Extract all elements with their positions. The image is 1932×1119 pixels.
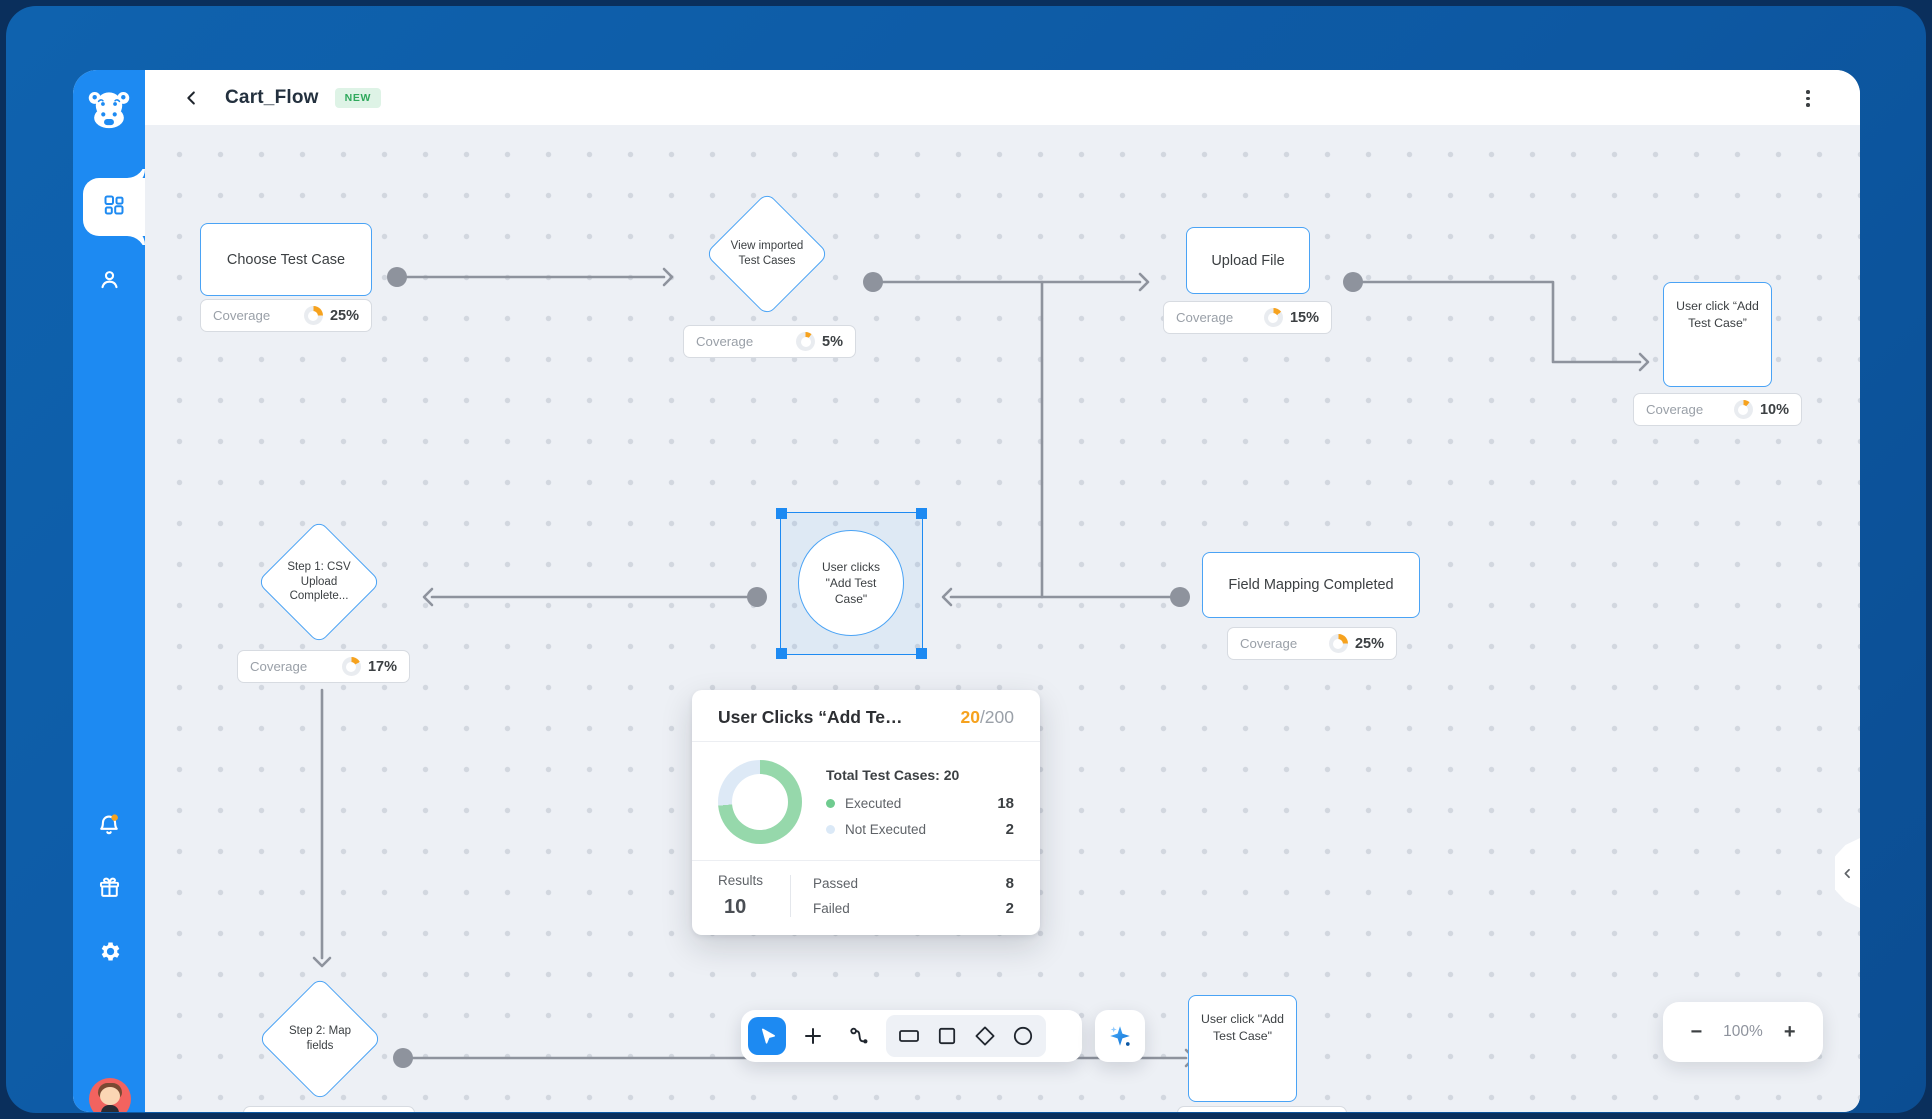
selection-handle[interactable] — [916, 508, 927, 519]
shape-group — [886, 1015, 1046, 1057]
rectangle-shape-button[interactable] — [890, 1017, 928, 1055]
circle-shape: User clicks "Add Test Case" — [798, 530, 904, 636]
popup-count: 20/200 — [960, 707, 1014, 727]
sparkle-icon — [1110, 1026, 1130, 1046]
sidebar — [73, 70, 145, 1112]
coverage-badge: Coverage 17% — [237, 650, 410, 683]
diamond-shape-button[interactable] — [966, 1017, 1004, 1055]
sidebar-item-notifications[interactable] — [73, 805, 145, 849]
selection-handle[interactable] — [916, 648, 927, 659]
rectangle-icon — [899, 1030, 919, 1042]
app-window: Cart_Flow NEW Choose Test — [73, 70, 1860, 1112]
connector-tool-button[interactable] — [840, 1017, 878, 1055]
coverage-arc-icon — [303, 306, 323, 325]
test-case-details-popup: User Clicks “Add Te… 20/200 Total Test C… — [692, 690, 1040, 935]
selection-handle[interactable] — [776, 648, 787, 659]
zoom-control: − 100% + — [1663, 1002, 1823, 1062]
page-title: Cart_Flow — [225, 86, 319, 108]
back-button[interactable] — [181, 87, 203, 109]
node-upload-file[interactable]: Upload File — [1186, 227, 1310, 294]
node-field-mapping-completed[interactable]: Field Mapping Completed — [1202, 552, 1420, 618]
circle-icon — [1013, 1026, 1033, 1046]
gear-icon — [97, 939, 122, 969]
coverage-arc-icon — [1263, 308, 1283, 327]
select-tool-button[interactable] — [748, 1017, 786, 1055]
sidebar-item-rewards[interactable] — [73, 868, 145, 912]
node-choose-test-case[interactable]: Choose Test Case — [200, 223, 372, 296]
user-icon — [97, 267, 122, 297]
executed-dot — [826, 798, 835, 808]
coverage-badge: Coverage 25% — [200, 299, 372, 332]
coverage-badge: Coverage 5% — [683, 325, 856, 358]
gift-icon — [97, 875, 122, 905]
coverage-badge-cutoff — [1177, 1106, 1347, 1112]
coverage-badge: Coverage 10% — [1633, 393, 1802, 426]
more-menu-button[interactable] — [1800, 88, 1816, 109]
popup-title: User Clicks “Add Te… — [718, 707, 903, 727]
coverage-arc-icon — [1328, 634, 1348, 653]
passed-row: Passed 8 — [813, 875, 1014, 892]
coverage-arc-icon — [341, 657, 361, 676]
selection-handle[interactable] — [776, 508, 787, 519]
coverage-badge: Coverage 15% — [1163, 301, 1332, 334]
ai-assistant-button[interactable] — [1095, 1010, 1145, 1062]
node-user-clicks-add-test-case-selected[interactable]: User clicks "Add Test Case" — [776, 508, 927, 659]
total-test-cases-label: Total Test Cases: 20 — [826, 766, 960, 783]
user-avatar[interactable] — [89, 1078, 131, 1112]
hippo-logo[interactable] — [87, 90, 131, 130]
legend-not-executed: Not Executed 2 — [826, 821, 1014, 838]
sidebar-item-dashboard[interactable] — [83, 178, 145, 236]
zoom-level: 100% — [1723, 1023, 1763, 1040]
dashboard-grid-icon — [102, 193, 126, 222]
flow-connectors — [312, 267, 1650, 1068]
node-user-click-add-test-case-right[interactable]: User click “Add Test Case” — [1663, 282, 1772, 387]
coverage-badge: Coverage 25% — [1227, 627, 1397, 660]
connector-icon — [849, 1027, 867, 1043]
executed-donut-chart — [718, 760, 802, 844]
zoom-out-button[interactable]: − — [1690, 1021, 1703, 1043]
header: Cart_Flow NEW — [145, 70, 1860, 126]
square-icon — [938, 1027, 956, 1045]
diamond-icon — [975, 1026, 995, 1046]
zoom-in-button[interactable]: + — [1783, 1021, 1796, 1043]
failed-row: Failed 2 — [813, 900, 1014, 917]
results-block: Results 10 — [718, 873, 764, 918]
cursor-icon — [761, 1028, 775, 1044]
circle-shape-button[interactable] — [1004, 1017, 1042, 1055]
add-node-button[interactable] — [794, 1017, 832, 1055]
sidebar-item-settings[interactable] — [73, 932, 145, 976]
legend-executed: Executed 18 — [826, 795, 1014, 812]
shape-toolbar — [741, 1010, 1082, 1062]
sidebar-item-users[interactable] — [73, 260, 145, 304]
coverage-arc-icon — [1733, 400, 1753, 419]
coverage-arc-icon — [796, 332, 816, 351]
bell-icon — [96, 812, 122, 843]
square-shape-button[interactable] — [928, 1017, 966, 1055]
plus-icon — [805, 1028, 821, 1044]
not-executed-dot — [826, 824, 835, 834]
new-badge: NEW — [334, 87, 381, 108]
node-user-click-add-test-case-bottom[interactable]: User click "Add Test Case" — [1188, 995, 1297, 1102]
coverage-badge-cutoff — [243, 1106, 415, 1112]
chevron-left-icon — [1844, 868, 1850, 878]
flow-canvas[interactable]: Choose Test Case Coverage 25% View impor… — [145, 125, 1860, 1112]
